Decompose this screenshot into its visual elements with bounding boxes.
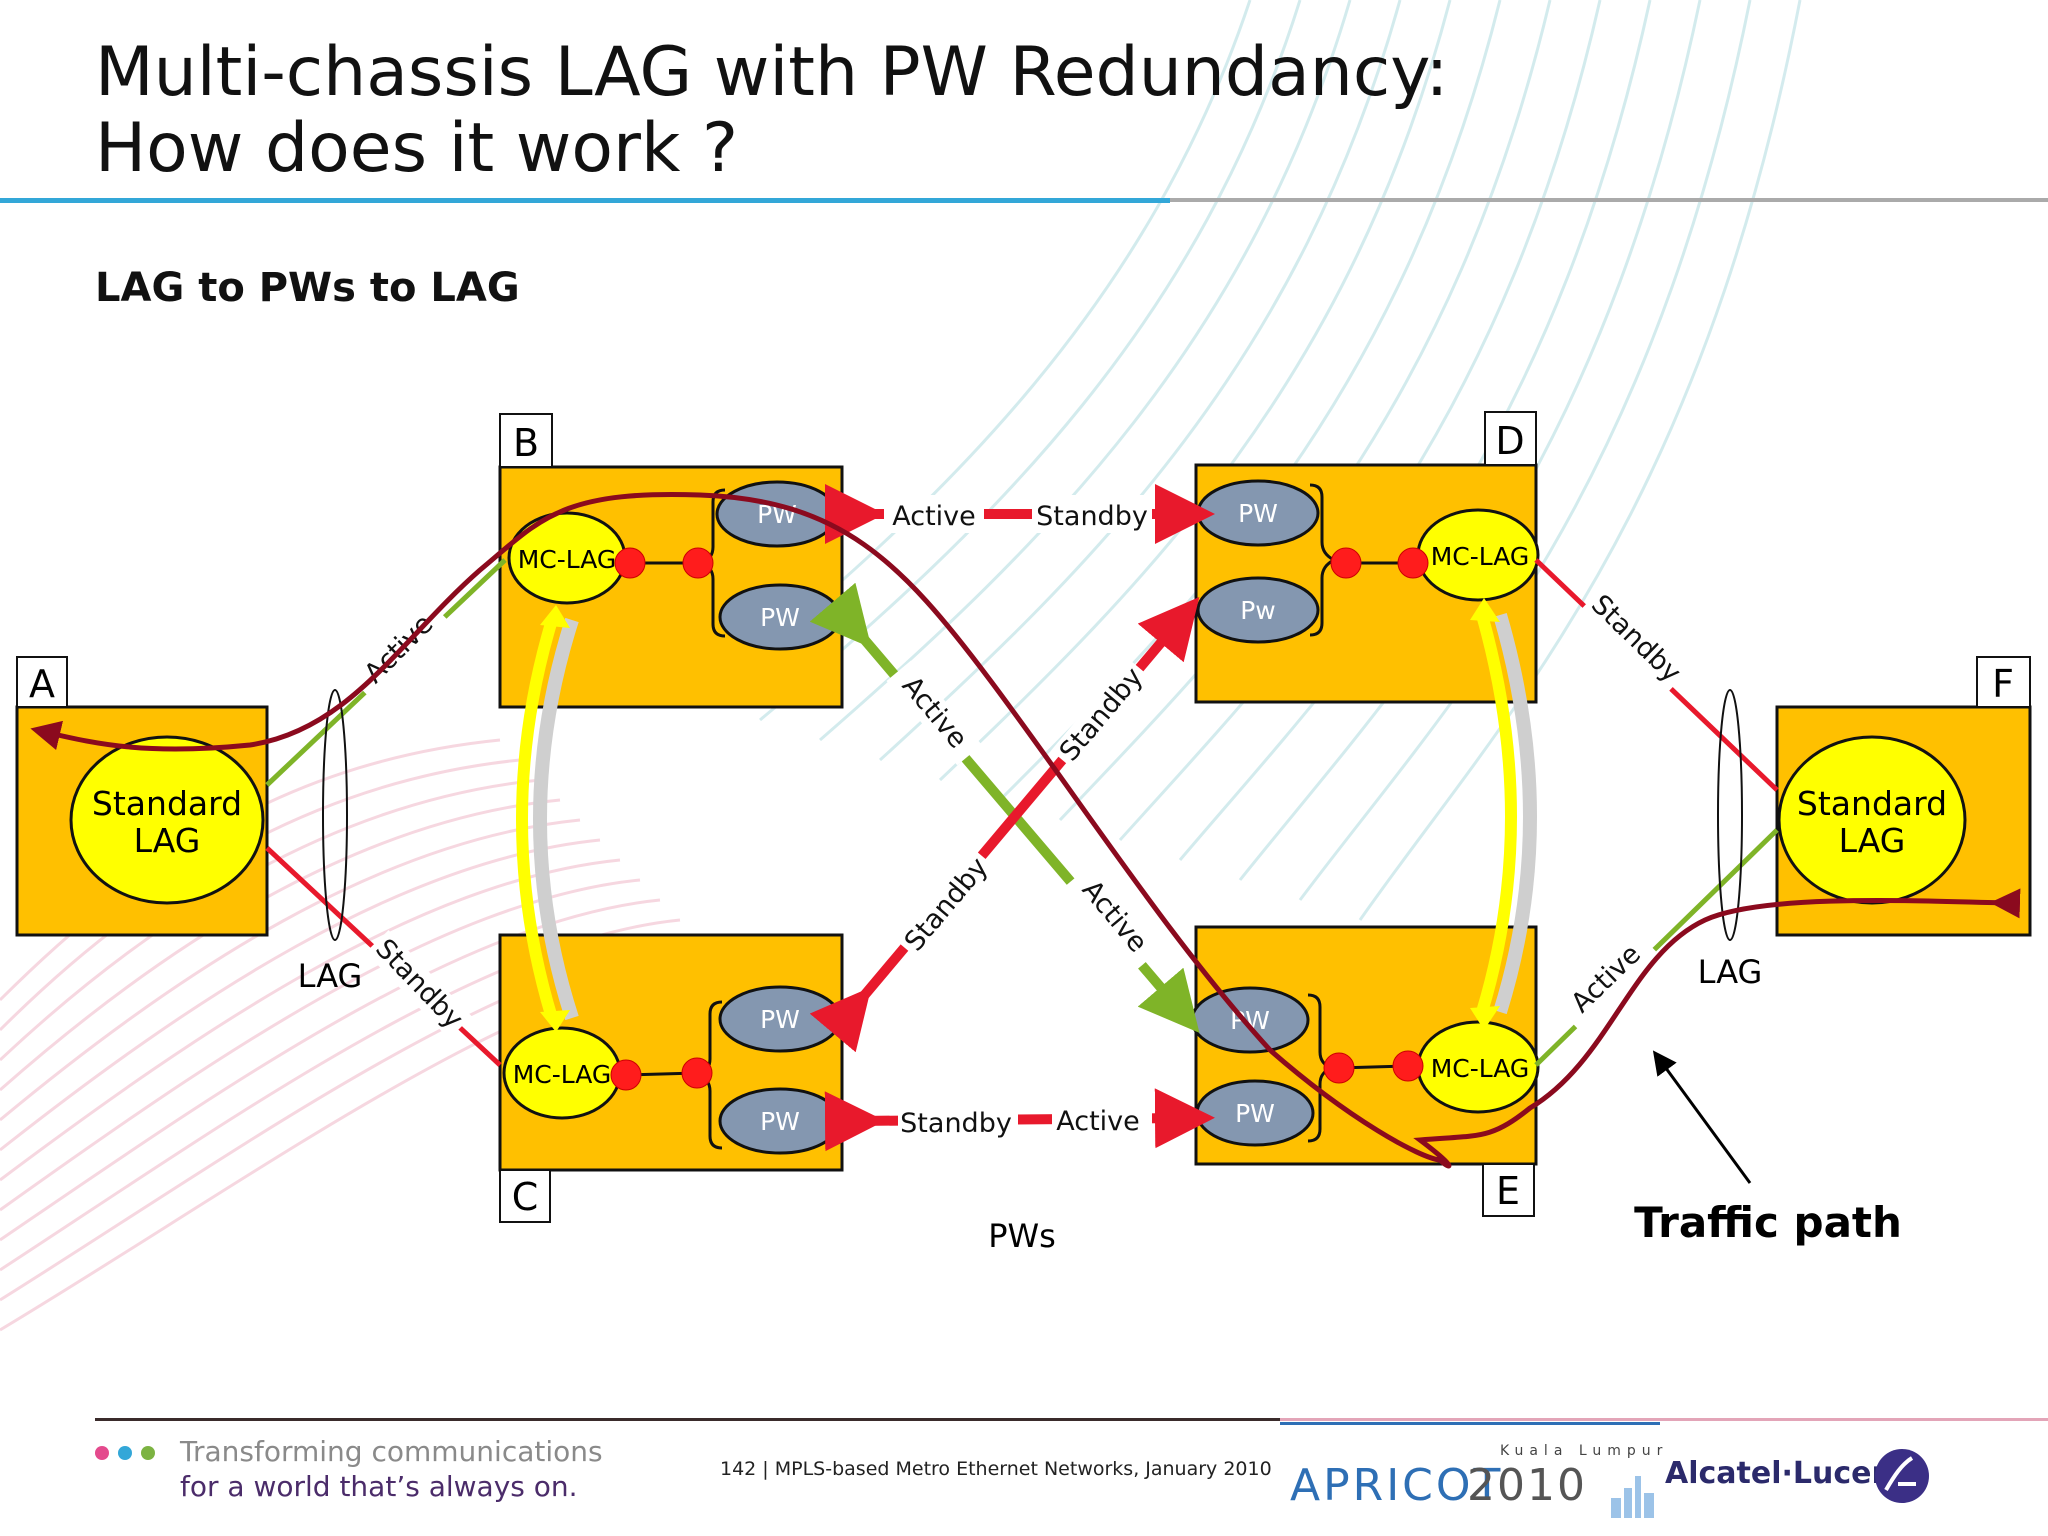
svg-text:Standard: Standard: [92, 784, 242, 823]
traffic-path-label: Traffic path: [1634, 1198, 1902, 1247]
node-b-pw-1: PW: [715, 480, 839, 548]
svg-text:Pw: Pw: [1240, 596, 1276, 625]
lag-label-left: LAG: [298, 957, 363, 995]
lag-a-bundle: [322, 689, 348, 941]
node-c-pw-2: PW: [718, 1087, 842, 1155]
traffic-path: [30, 491, 2021, 1169]
lag-f-bundle: [1717, 689, 1743, 941]
pws-label: PWs: [988, 1217, 1056, 1255]
node-a-tag: A: [16, 656, 68, 708]
node-b-pw-2: PW: [718, 583, 842, 651]
svg-text:E: E: [1496, 1169, 1520, 1213]
node-e-pw-2: PW: [1195, 1079, 1315, 1147]
svg-text:Active: Active: [1056, 1106, 1140, 1137]
node-e-tag: E: [1482, 1163, 1535, 1217]
node-f-standard-lag: Standard LAG: [1777, 735, 1967, 905]
event-skyline-icon: [1611, 1476, 1654, 1518]
svg-text:Standby: Standby: [1036, 501, 1148, 532]
svg-text:PW: PW: [760, 603, 800, 632]
svg-text:Standard: Standard: [1797, 784, 1947, 823]
node-d-mclag: MC-LAG: [1416, 508, 1540, 602]
svg-text:MC-LAG: MC-LAG: [1431, 1054, 1530, 1083]
svg-text:Standby: Standby: [369, 933, 469, 1035]
svg-text:Active: Active: [1565, 939, 1647, 1019]
svg-text:PW: PW: [760, 1107, 800, 1136]
event-logo-year: 2010: [1467, 1460, 1587, 1511]
node-d-pw-1: PW: [1196, 479, 1320, 547]
svg-text:C: C: [512, 1175, 539, 1219]
node-b-mclag: MC-LAG: [507, 511, 627, 605]
node-e-mclag: MC-LAG: [1416, 1020, 1540, 1114]
slide-footer: 142 | MPLS-based Metro Ethernet Networks…: [720, 1458, 1272, 1480]
svg-text:PW: PW: [1235, 1099, 1275, 1128]
node-c-mclag: MC-LAG: [502, 1026, 622, 1120]
slogan-dots: [95, 1446, 155, 1460]
svg-text:F: F: [1992, 662, 2014, 706]
slide-subtitle: LAG to PWs to LAG: [95, 265, 520, 311]
svg-text:B: B: [513, 421, 539, 465]
svg-text:A: A: [29, 662, 55, 706]
lag-label-right: LAG: [1698, 953, 1763, 991]
svg-text:Standby: Standby: [1054, 662, 1150, 767]
event-logo-word: APRICOT: [1290, 1460, 1504, 1511]
slide-title: Multi-chassis LAG with PW Redundancy: Ho…: [95, 33, 1449, 188]
slogan-line-2: for a world that’s always on.: [180, 1470, 578, 1503]
svg-text:Standby: Standby: [1585, 589, 1687, 689]
node-d-tag: D: [1484, 411, 1537, 466]
event-city: Kuala Lumpur: [1500, 1443, 1669, 1459]
svg-text:MC-LAG: MC-LAG: [1431, 542, 1530, 571]
node-c-pw-1: PW: [718, 985, 842, 1053]
company-logo-icon: [1875, 1449, 1929, 1503]
node-a-standard-lag: Standard LAG: [69, 735, 265, 905]
svg-text:PW: PW: [760, 1005, 800, 1034]
svg-text:MC-LAG: MC-LAG: [518, 545, 617, 574]
node-e-pw-1: PW: [1190, 986, 1310, 1054]
svg-text:Standby: Standby: [900, 1108, 1012, 1139]
svg-text:D: D: [1495, 419, 1524, 463]
node-d-pw-2: Pw: [1196, 576, 1320, 644]
node-c-tag: C: [499, 1169, 551, 1223]
node-b-tag: B: [499, 413, 553, 468]
svg-text:Standby: Standby: [899, 852, 995, 957]
svg-text:LAG: LAG: [1839, 821, 1906, 860]
svg-text:Active: Active: [892, 501, 976, 532]
node-f-tag: F: [1976, 656, 2031, 708]
slogan-line-1: Transforming communications: [180, 1435, 603, 1468]
svg-text:MC-LAG: MC-LAG: [513, 1060, 612, 1089]
svg-text:PW: PW: [1238, 499, 1278, 528]
svg-text:Active: Active: [896, 671, 973, 755]
company-logo-text: Alcatel·Lucent: [1665, 1456, 1908, 1491]
svg-text:LAG: LAG: [134, 821, 201, 860]
traffic-path-pointer: [1652, 1050, 1752, 1184]
